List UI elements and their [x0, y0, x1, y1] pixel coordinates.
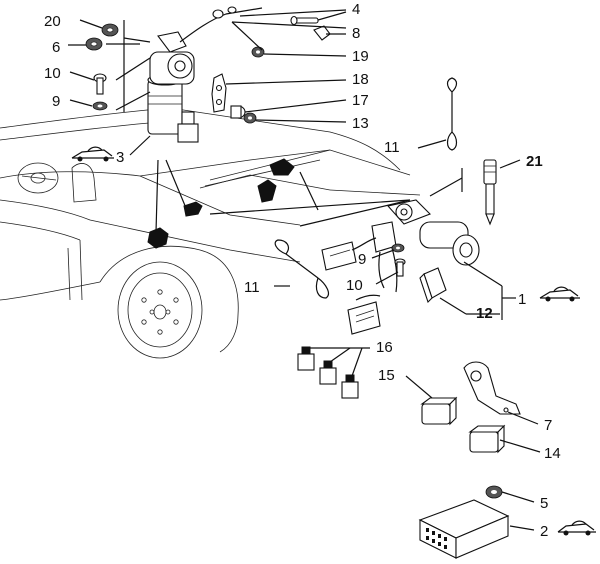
callout-6: 6: [52, 39, 60, 56]
lower-connector: [347, 301, 381, 335]
washer-9-center: [391, 243, 405, 253]
cable-loop-11-lower: [274, 239, 330, 299]
callout-16: 16: [376, 339, 393, 356]
callout-15: 15: [378, 367, 395, 384]
washer-9-top: [92, 101, 108, 111]
relay-15: [420, 396, 458, 426]
screw-10-center: [394, 258, 406, 277]
callout-9-top: 9: [52, 93, 60, 110]
convertible-car-symbol-right: [539, 286, 580, 302]
rod-21: [483, 159, 497, 226]
relay-14: [468, 424, 506, 454]
convertible-car-symbol-left: [71, 146, 114, 162]
callout-14: 14: [544, 445, 561, 462]
clip-8: [313, 25, 331, 41]
callout-11-lower: 11: [244, 279, 260, 296]
callout-17: 17: [352, 92, 369, 109]
callout-11-top: 11: [384, 139, 400, 156]
leader-lines: [68, 9, 541, 531]
callout-labels: 20 6 10 9 3 4 8 19 18 17 13 11 21 9 10 1…: [44, 1, 561, 540]
bracket-7: [463, 361, 521, 415]
callout-4: 4: [352, 1, 360, 18]
nut-5: [485, 485, 503, 499]
control-unit-2: [418, 499, 510, 559]
bracket-18: [211, 73, 227, 113]
callout-9-center: 9: [358, 251, 366, 268]
nut-20: [101, 23, 119, 37]
car-body-outline: [0, 107, 421, 359]
washer-19: [251, 46, 265, 58]
callout-5: 5: [540, 495, 548, 512]
convertible-car-symbol-bottom: [557, 520, 596, 536]
callout-10-top: 10: [44, 65, 61, 82]
callout-21: 21: [526, 153, 543, 170]
callout-12: 12: [476, 305, 493, 322]
regulator-cable: [179, 6, 263, 43]
regulator-assembly-1: [355, 199, 480, 301]
callout-8: 8: [352, 25, 360, 42]
cable-loop-11-top: [446, 77, 458, 151]
callout-7: 7: [544, 417, 552, 434]
pin-4: [290, 15, 319, 26]
callout-2: 2: [540, 523, 548, 540]
relay-12: [419, 267, 447, 304]
callout-10-center: 10: [346, 277, 363, 294]
nut-13: [243, 112, 257, 124]
fuses-16: [297, 346, 359, 399]
screw-10-top: [93, 73, 107, 95]
connector-plug: [321, 237, 377, 271]
window-motor-assembly: [147, 31, 199, 143]
spacer-17: [230, 105, 246, 119]
callout-19: 19: [352, 48, 369, 65]
callout-13: 13: [352, 115, 369, 132]
callout-18: 18: [352, 71, 369, 88]
nut-6: [85, 37, 103, 51]
callout-20: 20: [44, 13, 61, 30]
callout-1: 1: [518, 291, 526, 308]
callout-3: 3: [116, 149, 124, 166]
